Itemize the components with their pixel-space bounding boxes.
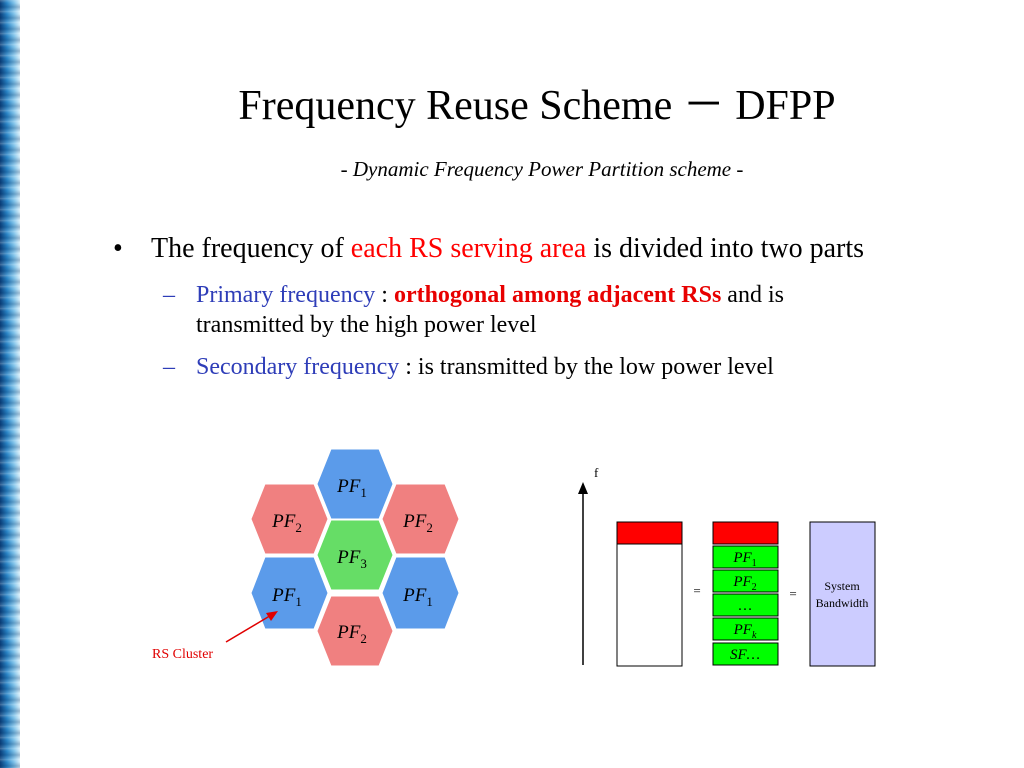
bullet-highlight: each RS serving area xyxy=(350,233,587,264)
partition-cell-label: PFk xyxy=(733,622,757,641)
primary-colon: : xyxy=(375,282,394,308)
slide-subtitle: - Dynamic Frequency Power Partition sche… xyxy=(340,157,744,181)
primary-term: Primary frequency xyxy=(196,282,376,308)
subbullet-secondary-text: Secondary frequency : is transmitted by … xyxy=(196,352,896,382)
primary-rest-line2: transmitted by the high power level xyxy=(196,312,537,338)
partition-cell-label: … xyxy=(738,598,753,614)
bullet-text: The frequency of each RS serving area is… xyxy=(151,232,864,266)
primary-rest-line1: and is xyxy=(721,282,784,308)
hex-cell: PF1 xyxy=(250,556,329,630)
low-power-band xyxy=(616,543,683,667)
hex-cell-label: PF1 xyxy=(271,585,302,609)
partition-stack: PF1 PF2 … PFk SF… xyxy=(712,521,779,666)
partition-high-power-cell xyxy=(712,521,779,545)
bandwidth-diagram: f = PF1 PF2 … PFk xyxy=(578,465,876,667)
hex-cell: PF1 xyxy=(316,448,394,520)
partition-cell: PFk xyxy=(712,617,779,641)
system-bandwidth-label-line1: System xyxy=(824,579,860,593)
hex-cell: PF2 xyxy=(316,595,394,667)
system-bandwidth-shape xyxy=(809,521,876,667)
subbullet-primary-text: Primary frequency : orthogonal among adj… xyxy=(196,280,896,340)
hex-cell-label: PF2 xyxy=(402,511,433,535)
partition-cell-label: SF… xyxy=(730,647,760,663)
cluster-arrow-head xyxy=(266,611,278,621)
partition-cell-shape xyxy=(712,617,779,641)
hex-cell-label: PF2 xyxy=(336,622,367,646)
partition-cell: … xyxy=(712,593,779,617)
partition-cell-shape xyxy=(712,569,779,593)
system-bandwidth-label-line2: Bandwidth xyxy=(816,596,869,610)
subbullet-marker: – xyxy=(163,354,175,380)
hex-cell-label: PF1 xyxy=(402,585,433,609)
hex-cell-label: PF3 xyxy=(336,547,367,571)
decorative-stripe xyxy=(0,0,20,768)
system-bandwidth-box: System Bandwidth xyxy=(809,521,876,667)
partition-cell-shape xyxy=(712,593,779,617)
partition-cell-label: PF1 xyxy=(732,550,756,569)
bullet-text-part1: The frequency of xyxy=(151,233,351,264)
frequency-axis-label: f xyxy=(594,465,599,480)
hex-cell-shape xyxy=(381,483,460,555)
partition-cell: SF… xyxy=(712,642,779,666)
hex-cell-shape xyxy=(316,595,394,667)
hex-cell-shape xyxy=(250,556,329,630)
hex-cell-label: PF1 xyxy=(336,476,367,500)
hex-cell: PF2 xyxy=(250,483,329,555)
equals-sign-2: = xyxy=(789,586,796,601)
partition-cell: PF1 xyxy=(712,545,779,569)
bullet-text-part2: is divided into two parts xyxy=(586,233,865,264)
hex-cell-shape xyxy=(316,519,394,591)
hex-cell: PF1 xyxy=(381,556,460,630)
hex-cluster-diagram: PF1 PF2 PF2 PF3 PF1 PF1 PF2 RS Cluster xyxy=(152,448,460,667)
partition-cell-shape xyxy=(712,545,779,569)
subbullet-marker: – xyxy=(163,282,175,308)
hex-cell-label: PF2 xyxy=(271,511,302,535)
partition-cell-shape xyxy=(712,642,779,666)
frequency-axis-arrowhead xyxy=(578,482,588,494)
partition-cell: PF2 xyxy=(712,569,779,593)
partition-cell-label: PF2 xyxy=(732,574,756,593)
decorative-stripe-texture xyxy=(0,0,20,768)
primary-emphasis: orthogonal among adjacent RSs xyxy=(393,282,722,308)
high-power-band xyxy=(616,521,683,545)
cluster-arrow-line xyxy=(225,613,274,643)
cluster-label: RS Cluster xyxy=(152,647,213,662)
hex-cell-shape xyxy=(316,448,394,520)
bullet-marker: • xyxy=(113,233,123,264)
hex-cell: PF2 xyxy=(381,483,460,555)
hex-cell: PF3 xyxy=(316,519,394,591)
secondary-term: Secondary frequency xyxy=(196,354,400,380)
rs-spectrum-column xyxy=(616,521,683,667)
hex-cell-shape xyxy=(381,556,460,630)
equals-sign-1: = xyxy=(693,583,700,598)
secondary-rest: : is transmitted by the low power level xyxy=(399,354,774,380)
hex-cell-shape xyxy=(250,483,329,555)
slide-title: Frequency Reuse Scheme － DFPP xyxy=(238,83,836,129)
